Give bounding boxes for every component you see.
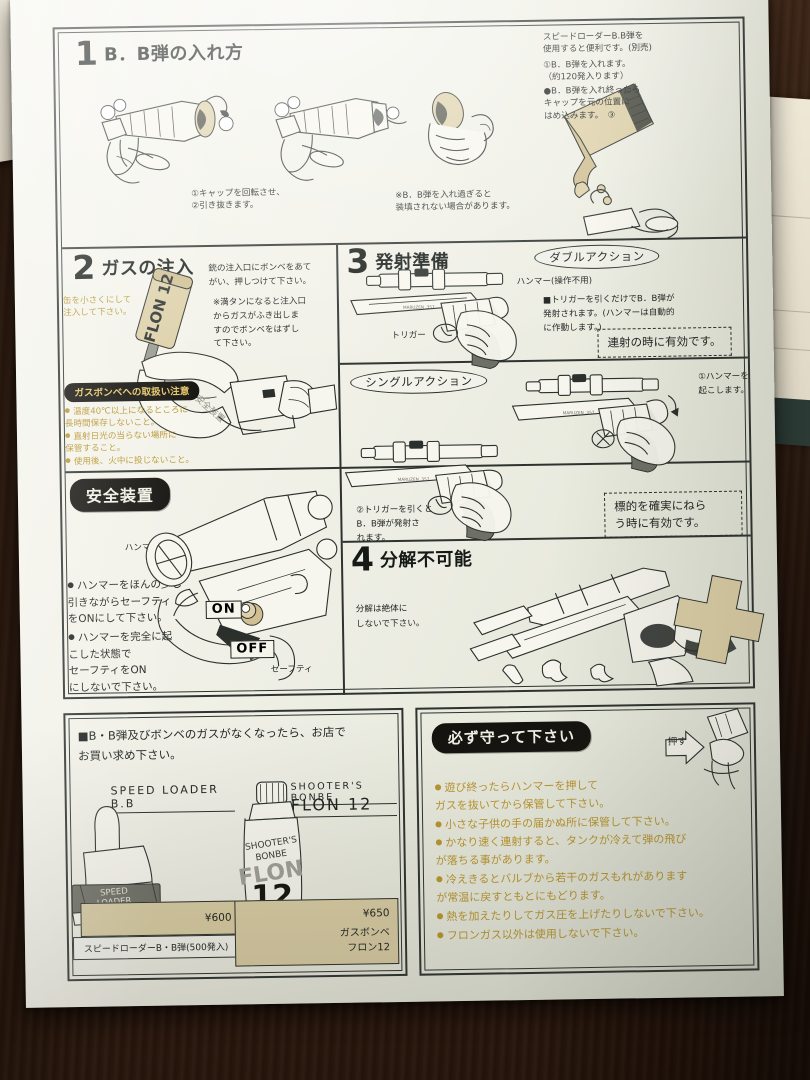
step-3-single-step-2: ②トリガーを引くと B．B弾が発射さ れます。 xyxy=(356,504,433,544)
step-1-panel: 1 B．B弾の入れ方 xyxy=(63,25,742,246)
must-follow-item-4: 冷えきるとバルブから若干のガスもれがあります が常温に戻すともとにもどります。 xyxy=(436,867,755,908)
must-follow-frame: 必ず守って下さい 押す 遊び終ったらハンマーを押して ガスを抜いてから保管して下… xyxy=(415,702,762,976)
must-follow-item-6: フロンガス以外は使用しないで下さい。 xyxy=(437,922,755,945)
svg-text:MARUZEN .357: MARUZEN .357 xyxy=(403,304,435,310)
svg-text:MARUZEN .357: MARUZEN .357 xyxy=(398,476,430,482)
must-follow-title: 必ず守って下さい xyxy=(431,720,592,754)
illustration-push-hammer xyxy=(649,706,762,804)
step-4-panel: 4 分解不可能 分解は絶体に しないで下さい。 xyxy=(349,539,765,690)
illustration-safety-mechanism xyxy=(140,487,353,690)
step-4-body: 分解は絶体に しないで下さい。 xyxy=(355,603,425,630)
safety-safety-label: セーフティ xyxy=(270,664,313,676)
gas-caution-item-1: 温度40℃以上になるところに 長時間保存しないこと。 xyxy=(65,403,241,431)
step-4-title: 分解不可能 xyxy=(379,549,473,572)
must-follow-list: 遊び終ったらハンマーを押して ガスを抜いてから保管して下さい。 小さな子供の手の… xyxy=(434,774,755,944)
gas-caution-heading: ガスボンベへの取扱い注意 xyxy=(64,381,200,403)
gas-caution-item-3: 使用後、火中に投じないこと。 xyxy=(65,453,241,468)
must-follow-item-5-text: 熱を加えたりしてガス圧を上げたりしないで下さい。 xyxy=(446,905,710,923)
step-1-caption-left: ①キャップを回転させ、 ②引き抜きます。 xyxy=(191,187,285,212)
instruction-manual-sheet: 1 B．B弾の入れ方 xyxy=(10,0,784,1008)
illustration-speed-loader-pour xyxy=(533,75,725,239)
svg-text:MARUZEN .357: MARUZEN .357 xyxy=(563,410,595,416)
product-1-price: ¥600 xyxy=(204,911,232,925)
product-2-price-strip: ¥650 ガスボンベ フロン12 xyxy=(234,898,400,967)
illustration-single-action-cock: MARUZEN .357 xyxy=(510,373,731,473)
must-follow-item-2-text: 小さな子供の手の届かぬ所に保管して下さい。 xyxy=(444,814,676,831)
product-2-price: ¥650 xyxy=(362,907,390,920)
must-follow-item-1: 遊び終ったらハンマーを押して ガスを抜いてから保管して下さい。 xyxy=(434,774,753,815)
step-1-caption-mid: ※B．B弾を入れ過ぎると 装填されない場合があります。 xyxy=(395,189,515,214)
step-2-number: 2 xyxy=(72,247,96,288)
product-speed-loader: SPEED LOADER B.B SPEED LOADER B.B弾 ¥600 … xyxy=(71,773,241,974)
step-1-title: B．B弾の入れ方 xyxy=(103,42,244,66)
illustration-revolver-cap-rotate xyxy=(85,70,247,197)
step-1-note-top: スピードローダーB.B弾を 使用すると便利です。(別売) xyxy=(542,31,653,56)
must-follow-item-3-text: かなり速く連射すると、タンクが冷えて弾の飛び が落ちる事があります。 xyxy=(435,832,687,868)
illustration-double-action-revolver: MARUZEN .357 xyxy=(348,267,579,369)
step-1-header: 1 B．B弾の入れ方 xyxy=(74,33,244,74)
must-follow-item-1-text: 遊び終ったらハンマーを押して ガスを抜いてから保管して下さい。 xyxy=(434,778,611,813)
gas-caution-item-1-text: 温度40℃以上になるところに 長時間保存しないこと。 xyxy=(64,405,189,430)
gas-caution-item-2-text: 直射日光の当らない場所に 保管すること。 xyxy=(65,430,177,455)
push-label: 押す xyxy=(667,736,687,748)
illustration-revolver-cap-pull xyxy=(259,68,421,195)
mode-double-action-label: ダブルアクション xyxy=(534,243,660,270)
main-instruction-frame: 1 B．B弾の入れ方 xyxy=(52,16,765,700)
svg-text:BONBE: BONBE xyxy=(255,849,288,864)
products-frame: ■B・B弾及びボンベのガスがなくなったら、お店で お買い求め下さい。 SPEED… xyxy=(63,707,408,982)
gas-caution-block: ガスボンベへの取扱い注意 温度40℃以上になるところに 長時間保存しないこと。 … xyxy=(64,378,241,468)
must-follow-item-3: かなり速く連射すると、タンクが冷えて弾の飛び が落ちる事があります。 xyxy=(435,830,754,871)
mode-single-action-label: シングルアクション xyxy=(350,368,488,395)
step-1-list-item-1: ①B．B弾を入れます。 （約120発入ります） xyxy=(543,59,631,84)
step-2-panel: 2 ガスの注入 銃の注入口にボンベをあて がい、押しつけて下さい。 ※満タンにな… xyxy=(63,247,338,468)
step-1-number: 1 xyxy=(74,33,99,74)
safety-on-marker: ON xyxy=(205,600,242,620)
product-1-price-strip: ¥600 xyxy=(80,900,239,938)
illustration-single-action-fire: MARUZEN .357 xyxy=(343,439,584,542)
svg-text:SPEED: SPEED xyxy=(100,886,129,898)
product-gas-bonbe: SHOOTER'S BONBE FLON 12 SHOOTER'S BONBE … xyxy=(230,770,403,971)
product-1-caption: スピードローダーB・B弾(500発入) xyxy=(72,934,240,961)
safety-off-marker: OFF xyxy=(230,639,275,659)
products-heading: ■B・B弾及びボンベのガスがなくなったら、お店で お買い求め下さい。 xyxy=(77,724,346,763)
illustration-hand-holding-cap xyxy=(415,75,557,197)
illustration-disassembly-prohibited xyxy=(467,560,765,689)
step-3-panel: 3 発射準備 ダブルアクション ハンマー(操作不用) ■トリガーを引くだけでB．… xyxy=(344,241,746,369)
gas-caution-item-2: 直射日光の当らない場所に 保管すること。 xyxy=(65,428,241,456)
product-2-caption: ガスボンベ フロン12 xyxy=(339,927,391,954)
gas-caution-item-3-text: 使用後、火中に投じないこと。 xyxy=(73,454,195,467)
safety-panel: 安全装置 ハンマー ハンマーをほんの少し 引きながらセーフティ をONにして下さ… xyxy=(67,473,339,694)
must-follow-item-6-text: フロンガス以外は使用しないで下さい。 xyxy=(446,925,645,942)
step-1-list-item-2: ●B．B弾を入れ終ったら キャップを元の位置に はめ込みます。 ③ xyxy=(543,85,641,122)
step-3-double-note: 連射の時に有効です。 xyxy=(597,326,732,358)
step-4-number: 4 xyxy=(350,539,375,579)
illustration-gas-injection: FLON 12 安全装置 xyxy=(116,263,339,461)
step-3-single-action-panel: シングルアクション ①ハンマーを 起こします。 MARUZEN .357 xyxy=(343,363,749,543)
step-3-single-note: 標的を確実にねら う時に有効です。 xyxy=(603,490,743,539)
step-4-header: 4 分解不可能 xyxy=(350,539,473,579)
must-follow-item-4-text: 冷えきるとバルブから若干のガスもれがあります が常温に戻すともとにもどります。 xyxy=(436,869,688,905)
